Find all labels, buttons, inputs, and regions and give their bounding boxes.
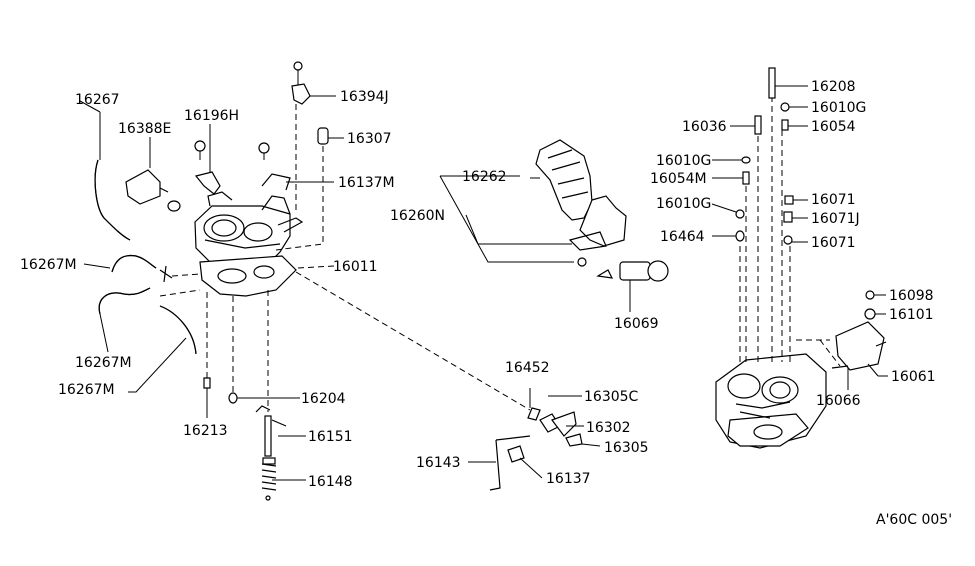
label-16204: 16204 xyxy=(301,391,346,407)
label-16267m-c: 16267M xyxy=(58,382,115,398)
label-16054m: 16054M xyxy=(650,171,707,187)
label-16213: 16213 xyxy=(183,423,228,439)
carburetor-assembly xyxy=(194,191,304,297)
label-16267m-a: 16267M xyxy=(20,257,77,273)
label-16061: 16061 xyxy=(891,369,936,385)
right-small-parts xyxy=(711,67,808,245)
right-side-parts xyxy=(831,290,888,390)
label-16098: 16098 xyxy=(889,288,934,304)
label-16071-a: 16071 xyxy=(811,192,856,208)
hoses xyxy=(79,100,197,393)
label-16267: 16267 xyxy=(75,92,120,108)
callout-labels: 16267 16388E 16196H 16394J 16307 16137M … xyxy=(20,79,952,528)
label-16071j: 16071J xyxy=(811,211,860,227)
small-parts-lower-left xyxy=(203,292,300,418)
label-16066: 16066 xyxy=(816,393,861,409)
label-16151: 16151 xyxy=(308,429,353,445)
label-16010g-b: 16010G xyxy=(656,153,711,169)
label-16305c: 16305C xyxy=(584,389,639,405)
throttle-opener xyxy=(535,139,627,267)
label-16464: 16464 xyxy=(660,229,705,245)
label-16208: 16208 xyxy=(811,79,856,95)
needle-spring-assy xyxy=(255,290,306,501)
damper-16307 xyxy=(317,127,344,145)
label-16388e: 16388E xyxy=(118,121,171,137)
label-16011: 16011 xyxy=(333,259,378,275)
label-16137m: 16137M xyxy=(338,175,395,191)
solenoid-16388e xyxy=(125,137,181,212)
label-16307: 16307 xyxy=(347,131,392,147)
label-16010g-a: 16010G xyxy=(811,100,866,116)
actuator-16069 xyxy=(596,260,669,312)
bracket-16196h xyxy=(194,124,270,195)
label-16036: 16036 xyxy=(682,119,727,135)
label-16071-b: 16071 xyxy=(811,235,856,251)
spring xyxy=(261,457,277,491)
label-16010g-c: 16010G xyxy=(656,196,711,212)
label-16101: 16101 xyxy=(889,307,934,323)
label-16143: 16143 xyxy=(416,455,461,471)
label-16302: 16302 xyxy=(586,420,631,436)
label-16305: 16305 xyxy=(604,440,649,456)
carburetor-body-right xyxy=(715,353,827,449)
bracket-16137m xyxy=(261,173,334,191)
label-16196h: 16196H xyxy=(184,108,239,124)
label-16148: 16148 xyxy=(308,474,353,490)
label-16069: 16069 xyxy=(614,316,659,332)
label-16452: 16452 xyxy=(505,360,550,376)
label-16137: 16137 xyxy=(546,471,591,487)
label-16054-a: 16054 xyxy=(811,119,856,135)
label-16262: 16262 xyxy=(462,169,507,185)
label-16394j: 16394J xyxy=(340,89,389,105)
label-16267m-b: 16267M xyxy=(75,355,132,371)
bolt-16394j xyxy=(291,61,336,105)
linkage-16143 xyxy=(468,388,601,491)
label-16260n: 16260N xyxy=(390,208,445,224)
footer-code: A'60C 005' xyxy=(876,512,952,528)
